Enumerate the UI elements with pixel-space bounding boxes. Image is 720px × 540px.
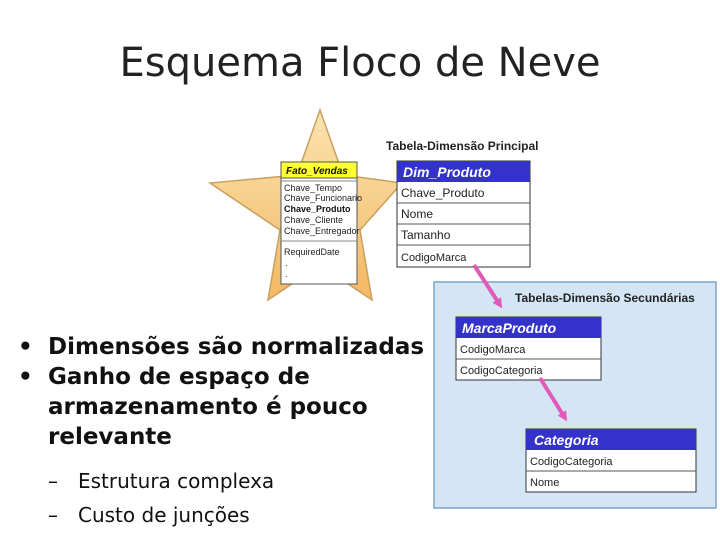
bullet-item: • Dimensões são normalizadas	[18, 332, 438, 362]
dim-produto-field-tamanho: Tamanho	[401, 228, 451, 242]
bullet-list: • Dimensões são normalizadas • Ganho de …	[18, 332, 438, 532]
fact-table: Fato_Vendas Chave_Tempo Chave_Funcionari…	[280, 161, 362, 285]
dim-produto-table: Dim_Produto Chave_Produto Nome Tamanho C…	[396, 160, 531, 268]
bullet-text-ganho: Ganho de espaço de armazenamento é pouco…	[48, 364, 368, 450]
marca-produto-field-codigocategoria: CodigoCategoria	[460, 365, 543, 377]
bullet-text-dimensoes: Dimensões são normalizadas	[48, 334, 425, 360]
categoria-title: Categoria	[534, 432, 599, 448]
bullet-marker: •	[18, 364, 33, 390]
fact-table-title: Fato_Vendas	[286, 166, 348, 177]
sub-bullet-marker: –	[48, 503, 58, 527]
primary-dimension-label: Tabela-Dimensão Principal	[386, 139, 539, 153]
marca-produto-table: MarcaProduto CodigoMarca CodigoCategoria	[455, 316, 602, 381]
fact-key-entregador: Chave_Entregador	[284, 226, 360, 236]
slide-title: Esquema Floco de Neve	[119, 40, 601, 86]
marca-produto-field-codigomarca: CodigoMarca	[460, 344, 526, 356]
sub-bullet-text-custo: Custo de junções	[78, 503, 250, 527]
fact-key-funcionario: Chave_Funcionario	[284, 193, 362, 203]
dim-produto-title: Dim_Produto	[403, 164, 491, 180]
arrow-marca-to-categoria	[538, 376, 568, 422]
sub-bullet-text-estrutura: Estrutura complexa	[78, 469, 275, 493]
fact-key-cliente: Chave_Cliente	[284, 215, 343, 225]
fact-field-requireddate: RequiredDate	[284, 247, 340, 257]
dim-produto-header	[397, 161, 530, 182]
arrow-produto-to-marca	[472, 263, 503, 309]
marca-produto-header	[456, 317, 601, 338]
dim-produto-field-codigomarca: CodigoMarca	[401, 252, 467, 264]
fact-table-header	[280, 161, 358, 179]
marca-produto-title: MarcaProduto	[462, 320, 557, 336]
categoria-table: Categoria CodigoCategoria Nome	[525, 428, 697, 493]
sub-bullet-item: – Custo de junções	[18, 498, 438, 532]
sub-bullet-item: – Estrutura complexa	[18, 464, 438, 498]
fact-field-dot-1: .	[285, 258, 288, 268]
fact-key-produto: Chave_Produto	[284, 204, 351, 214]
categoria-field-codigocategoria: CodigoCategoria	[530, 456, 613, 468]
fact-field-dot-2: .	[285, 269, 288, 279]
bullet-item: • Ganho de espaço de armazenamento é pou…	[18, 362, 438, 452]
bullet-marker: •	[18, 334, 33, 360]
categoria-header	[526, 429, 696, 450]
fact-key-tempo: Chave_Tempo	[284, 183, 342, 193]
sub-bullet-marker: –	[48, 469, 58, 493]
dim-produto-field-nome: Nome	[401, 207, 433, 221]
secondary-dimension-label: Tabelas-Dimensão Secundárias	[515, 291, 695, 305]
dim-produto-field-chave: Chave_Produto	[401, 186, 485, 200]
categoria-field-nome: Nome	[530, 477, 559, 489]
